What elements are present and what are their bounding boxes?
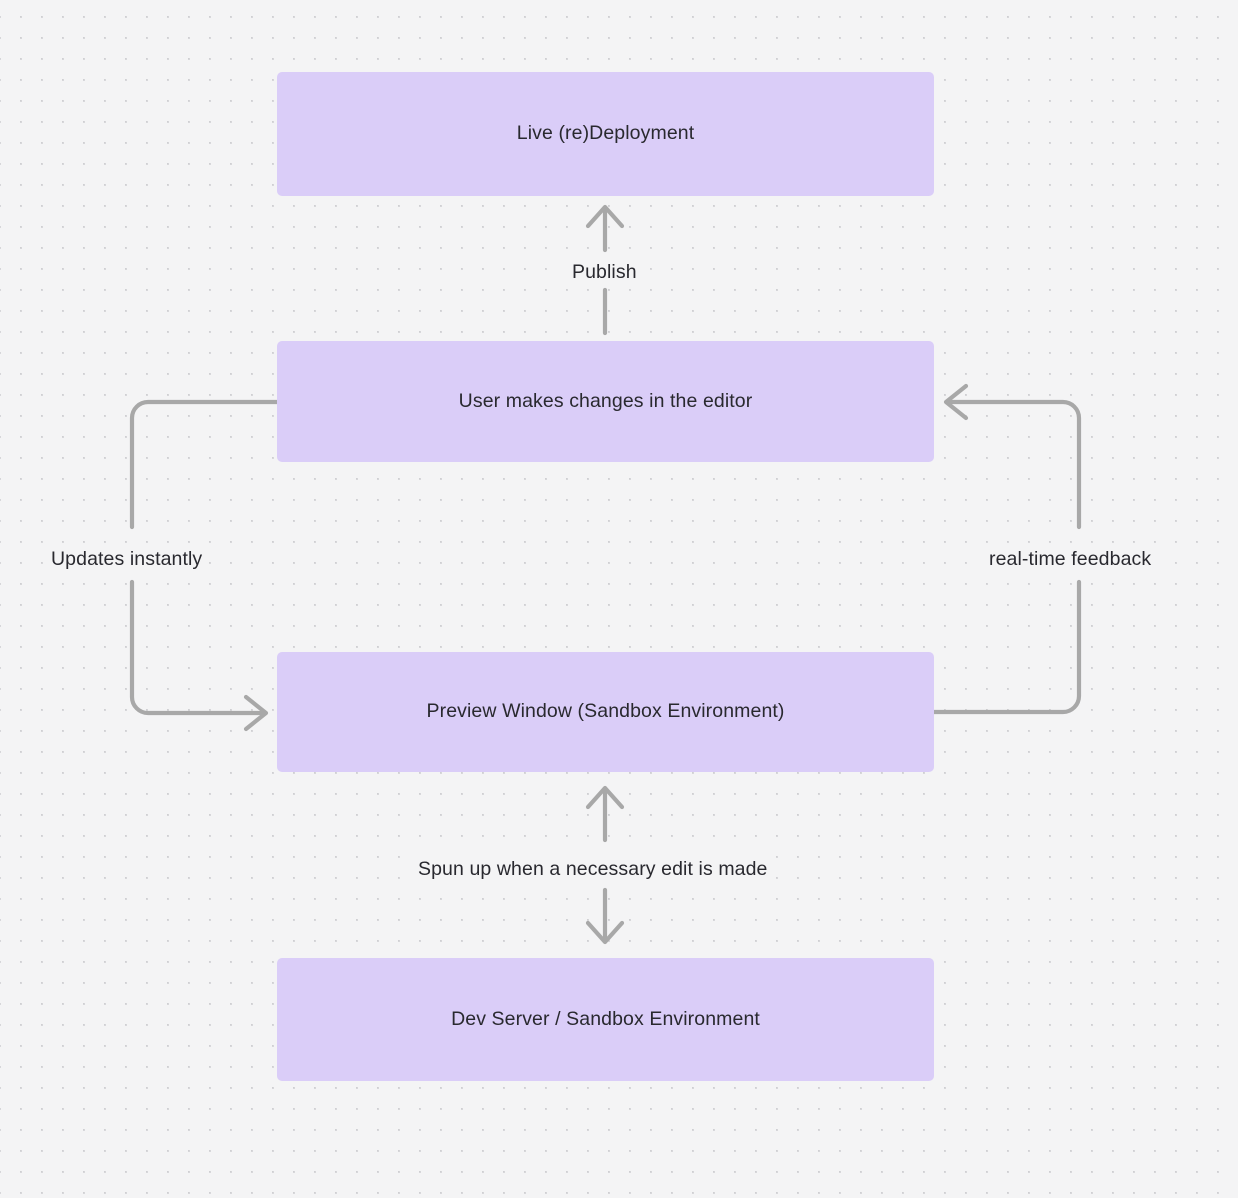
node-user-makes-changes-label: User makes changes in the editor [458,389,753,412]
edge-label-updates-instantly: Updates instantly [44,546,210,574]
edge-label-publish: Publish [565,259,644,287]
node-dev-server-label: Dev Server / Sandbox Environment [451,1007,760,1030]
edge-label-spun-up: Spun up when a necessary edit is made [411,856,775,884]
edge-label-real-time-feedback: real-time feedback [982,546,1159,574]
node-live-deployment-label: Live (re)Deployment [516,122,695,145]
node-preview-window[interactable]: Preview Window (Sandbox Environment) [277,652,934,772]
node-user-makes-changes[interactable]: User makes changes in the editor [277,341,934,462]
node-preview-window-label: Preview Window (Sandbox Environment) [426,700,785,723]
node-dev-server[interactable]: Dev Server / Sandbox Environment [277,958,934,1081]
node-live-deployment[interactable]: Live (re)Deployment [277,72,934,196]
